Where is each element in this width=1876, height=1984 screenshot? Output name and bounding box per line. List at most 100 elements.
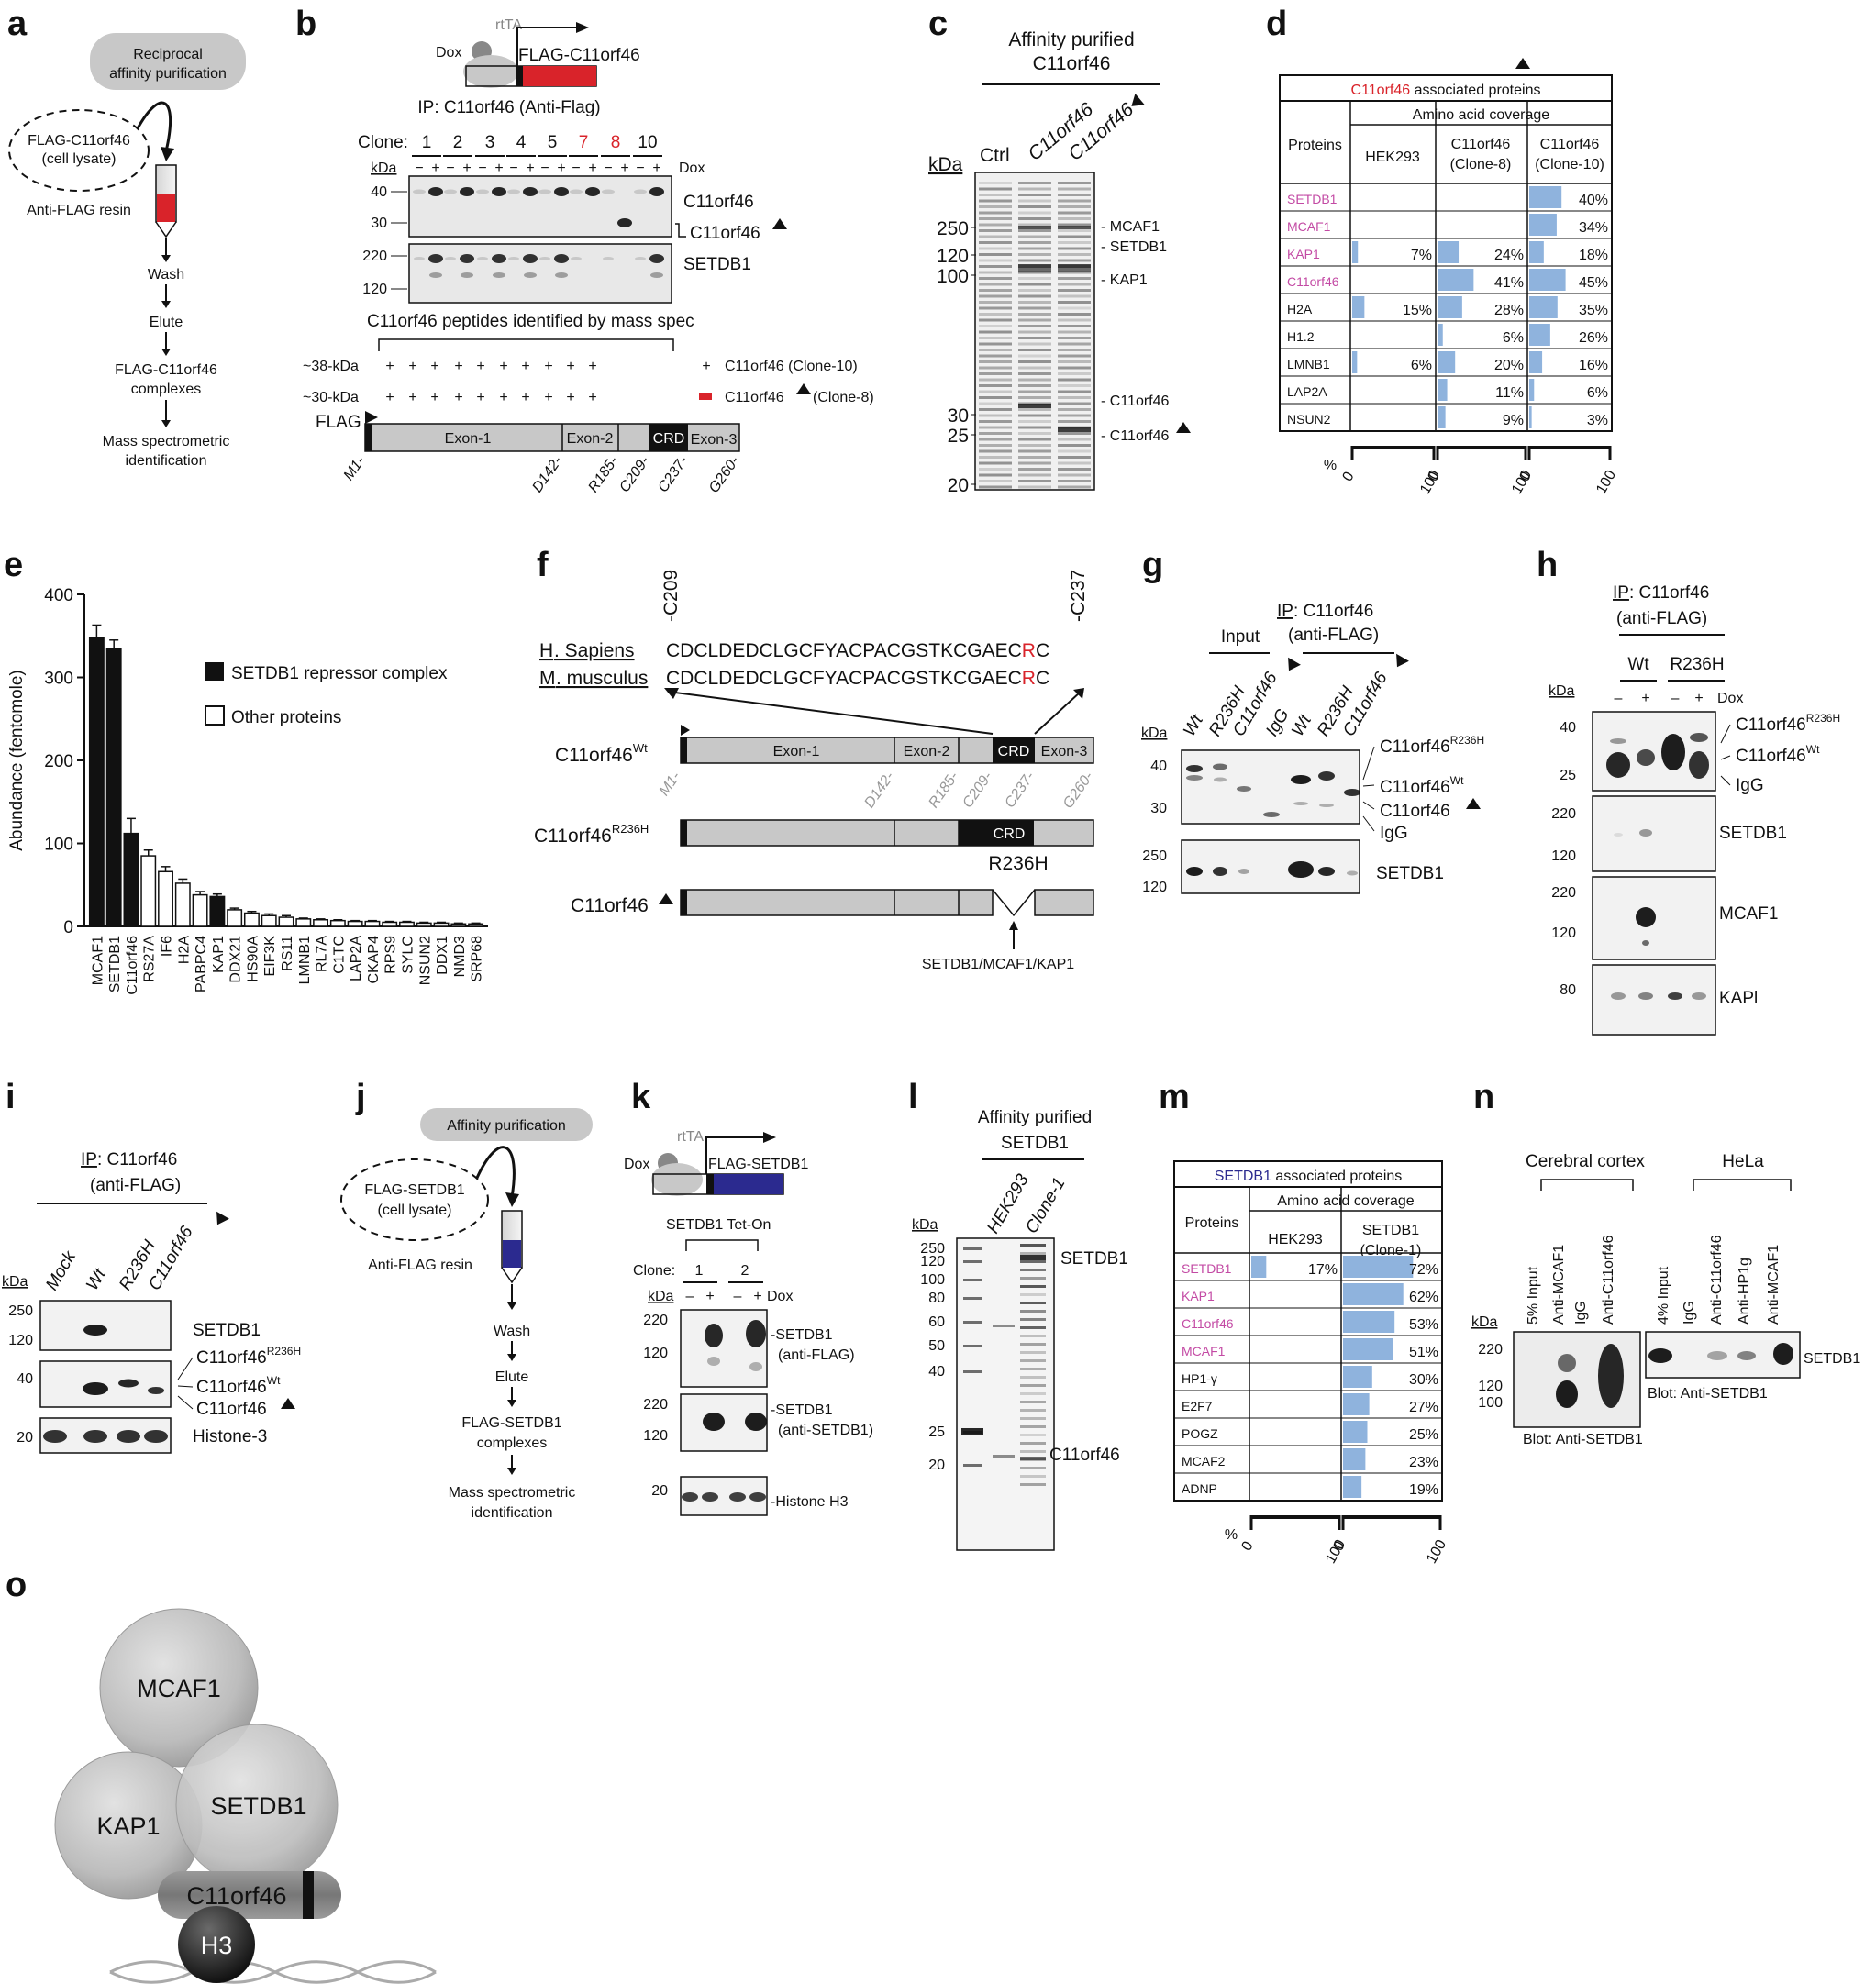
f-tick-1: D142- xyxy=(861,770,897,811)
b-exon3: Exon-3 xyxy=(691,432,738,448)
coverage-value: 6% xyxy=(1587,385,1608,401)
panel-h: IP: C11orf46 (anti-FLAG) Wt R236H kDa –+… xyxy=(1549,583,1840,1036)
b-plus-row2: + xyxy=(544,390,552,405)
c-gel-band xyxy=(979,414,1012,417)
coverage-bar xyxy=(1438,379,1448,401)
c-gel-band xyxy=(1018,473,1051,477)
e-category-label: RPS9 xyxy=(383,936,399,974)
table-row-name: LMNB1 xyxy=(1287,357,1330,371)
c-gel-band xyxy=(979,265,1012,268)
blot-band xyxy=(702,1492,718,1502)
blot-band xyxy=(476,189,489,194)
c-gel-band-strong xyxy=(1018,226,1051,229)
l-lane-band xyxy=(1020,1302,1046,1304)
a-ms-2: identification xyxy=(126,453,207,469)
n-lane2-0: 4% Input xyxy=(1656,1266,1671,1325)
panel-m-table-border xyxy=(1173,1160,1443,1502)
blot-band xyxy=(413,189,426,194)
coverage-bar xyxy=(1438,406,1446,428)
k-teton: SETDB1 Tet-On xyxy=(666,1217,771,1233)
c-gel-band xyxy=(1058,187,1091,191)
c-gel-band xyxy=(979,253,1012,256)
c-gel-band xyxy=(1058,480,1091,482)
panel-letter-o: o xyxy=(6,1566,27,1604)
coverage-value: 17% xyxy=(1308,1262,1338,1278)
h-b5: MCAF1 xyxy=(1719,904,1778,924)
table-row-name: ADNP xyxy=(1182,1481,1217,1496)
blot-band xyxy=(1344,789,1360,796)
coverage-bar xyxy=(1343,1476,1362,1498)
table-row-name: MCAF1 xyxy=(1182,1344,1226,1358)
c-gel-band xyxy=(1058,294,1091,298)
coverage-bar xyxy=(1438,269,1474,291)
l-lane-band xyxy=(1020,1335,1046,1337)
h-dox: Dox xyxy=(1717,691,1743,706)
coverage-value: 62% xyxy=(1409,1290,1438,1305)
panel-l: Affinity purified SETDB1 HEK293 Clone-1 … xyxy=(912,1108,1128,1551)
e-category-label: NSUN2 xyxy=(417,936,433,985)
e-ytick-label: 400 xyxy=(44,586,73,605)
c-marker-30: 30 xyxy=(948,405,969,427)
e-bar xyxy=(450,923,467,927)
coverage-value: 16% xyxy=(1579,358,1608,373)
c-gel-band xyxy=(1018,247,1051,250)
l-title-1: Affinity purified xyxy=(978,1108,1092,1127)
blot-band xyxy=(1737,1351,1756,1360)
panel-a: Reciprocal affinity purification FLAG-C1… xyxy=(8,33,246,469)
c-gel-band xyxy=(1058,366,1091,370)
c-gel-band xyxy=(1018,485,1051,489)
c-band-1: - SETDB1 xyxy=(1101,239,1167,255)
l-marker-20: 20 xyxy=(928,1458,945,1473)
c-gel-band xyxy=(1018,205,1051,208)
b-row2-right2: (Clone-8) xyxy=(813,390,874,405)
coverage-value: 15% xyxy=(1403,303,1432,318)
h-wt: Wt xyxy=(1627,655,1649,674)
c-gel-band xyxy=(979,306,1012,310)
blot-band xyxy=(1661,734,1685,770)
e-category-label: SYLC xyxy=(400,936,416,974)
coverage-bar xyxy=(1352,241,1359,263)
table-row-name: KAP1 xyxy=(1287,247,1320,261)
c-gel-band xyxy=(1018,414,1051,417)
o-kap1: KAP1 xyxy=(96,1812,160,1840)
coverage-bar xyxy=(1438,324,1443,346)
f-arrow-label: SETDB1/MCAF1/KAP1 xyxy=(922,957,1074,972)
n-blot1: Blot: Anti-SETDB1 xyxy=(1523,1432,1643,1447)
f-crd: CRD xyxy=(998,744,1030,759)
i-ip: IP: C11orf46 xyxy=(81,1150,177,1169)
c-gel-band xyxy=(1018,199,1051,203)
c-gel-band xyxy=(1058,444,1091,447)
c-gel-band xyxy=(1018,223,1051,227)
l-ladder-band xyxy=(963,1464,982,1467)
coverage-bar xyxy=(1529,324,1550,346)
o-h3: H3 xyxy=(201,1932,233,1959)
c-gel-band xyxy=(1018,438,1051,441)
blot-band xyxy=(1598,1344,1624,1408)
c-gel-band xyxy=(979,461,1012,465)
f-exon1: Exon-1 xyxy=(773,744,820,759)
k-dox-sign: + xyxy=(753,1289,761,1304)
b-tick-5: G260- xyxy=(706,454,742,496)
g-delta-1 xyxy=(1288,657,1301,671)
o-c11orf46: C11orf46 xyxy=(186,1882,286,1910)
blot-band xyxy=(507,189,520,194)
c-gel-band xyxy=(1058,259,1091,262)
table-row-name: C11orf46 xyxy=(1287,274,1339,289)
coverage-value: 35% xyxy=(1579,303,1608,318)
b-dox-plus: + xyxy=(652,161,660,176)
blot-band xyxy=(428,254,443,263)
blot-band xyxy=(1263,812,1280,817)
l-lane-band xyxy=(1020,1467,1046,1469)
l-lane-band xyxy=(1020,1351,1046,1354)
l-lane-band xyxy=(1020,1244,1046,1247)
c-gel-band xyxy=(1058,337,1091,339)
o-h3-sphere xyxy=(178,1906,255,1983)
coverage-bar xyxy=(1251,1256,1267,1278)
c-gel-band xyxy=(1018,378,1051,382)
blot-band xyxy=(682,1492,698,1502)
e-bar xyxy=(209,895,226,927)
panel-k: rtTA Dox FLAG-SETDB1 SETDB1 Tet-On Clone… xyxy=(624,1129,873,1516)
l-lane-band xyxy=(993,1325,1015,1327)
blot-band xyxy=(1214,777,1227,782)
